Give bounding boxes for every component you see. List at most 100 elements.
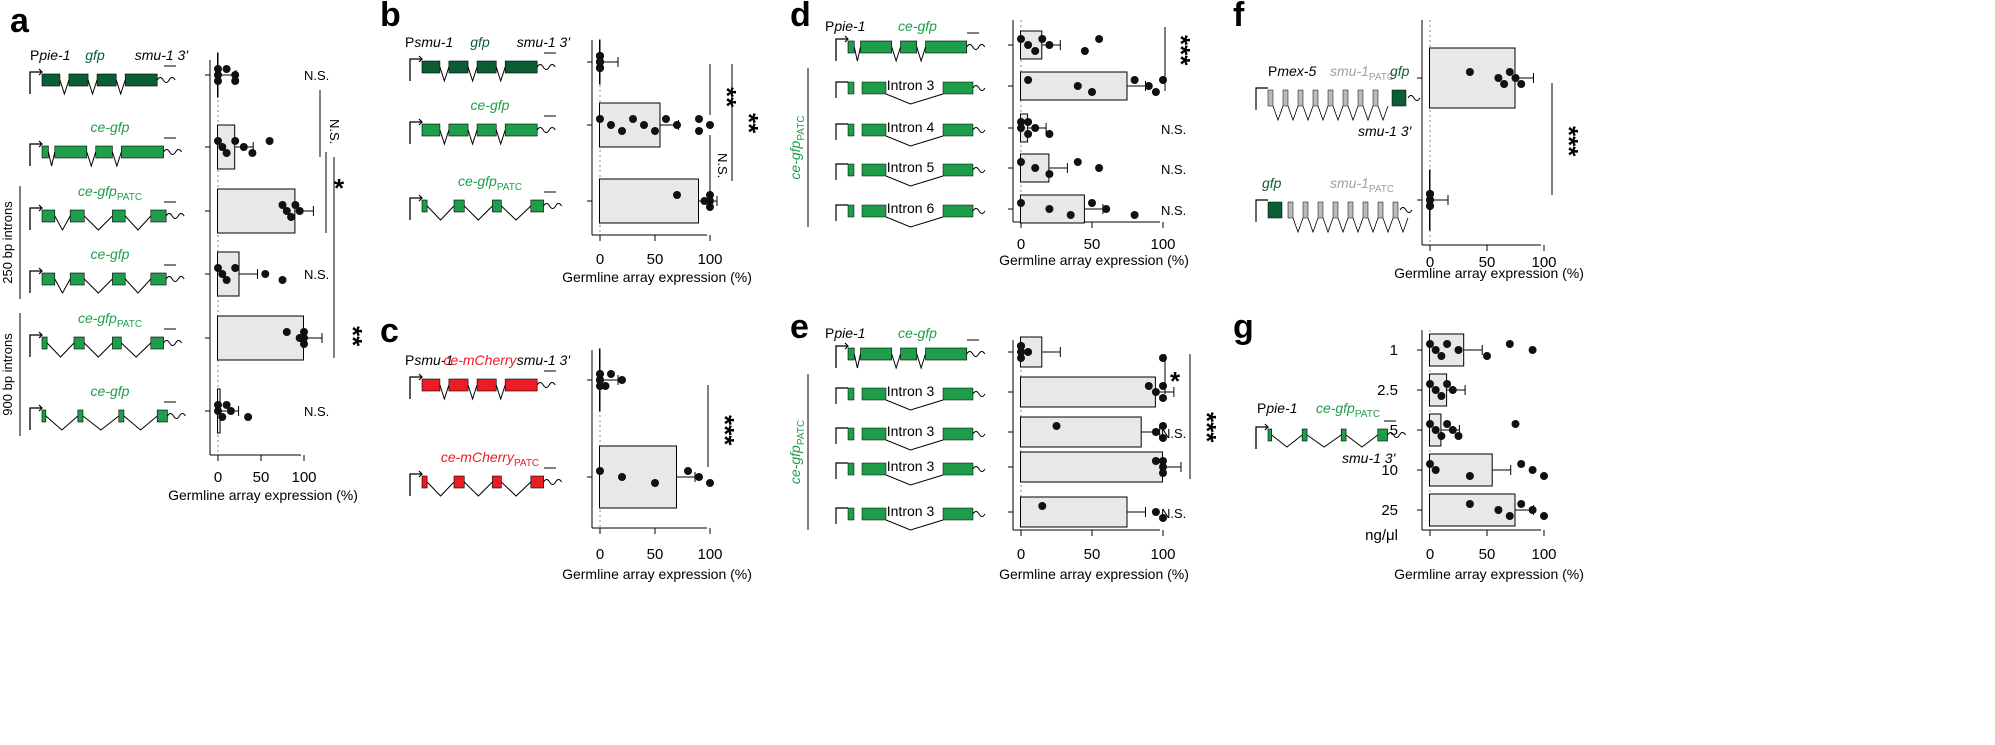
label-part: P xyxy=(405,352,414,368)
intron-line xyxy=(54,278,71,295)
data-point xyxy=(1159,457,1167,465)
arrow-head-icon xyxy=(38,140,43,148)
exon-box xyxy=(1287,201,1294,219)
gene-model xyxy=(409,52,556,83)
promoter-arrow-icon xyxy=(409,473,422,496)
x-tick-label: 0 xyxy=(1426,254,1434,271)
promoter-arrow-icon xyxy=(29,334,42,357)
exon-box xyxy=(112,209,126,223)
panel-label: f xyxy=(1233,0,1245,34)
gene-model xyxy=(835,339,986,370)
data-point xyxy=(1130,76,1139,84)
intron-line xyxy=(54,215,71,232)
utr-squiggle-icon xyxy=(543,203,563,209)
data-point xyxy=(1066,211,1075,219)
x-tick-label: 100 xyxy=(697,546,722,563)
exon-box xyxy=(95,145,113,159)
exon-box xyxy=(861,507,887,521)
exon-box xyxy=(504,60,538,74)
data-point xyxy=(1151,457,1160,465)
data-point xyxy=(1031,124,1040,132)
data-point xyxy=(1517,80,1526,88)
promoter-arrow-icon xyxy=(29,143,42,166)
gene-model xyxy=(1255,420,1406,449)
utr-label: smu-1 3' xyxy=(135,47,190,63)
utr-squiggle-icon xyxy=(163,340,183,346)
bar xyxy=(599,445,677,509)
gene-label: gfp xyxy=(85,47,105,63)
data-point xyxy=(1017,124,1025,132)
exon-box xyxy=(69,209,85,223)
utr-squiggle-icon xyxy=(972,466,986,472)
data-point xyxy=(1448,426,1457,434)
data-point xyxy=(1151,428,1160,436)
concentration-label: 1 xyxy=(1390,342,1398,359)
data-point xyxy=(214,407,222,415)
intron-line xyxy=(115,79,126,96)
intron-line xyxy=(467,384,478,401)
data-point xyxy=(596,115,604,123)
label-part: smu-1 3' xyxy=(1342,450,1397,466)
label-part: ce-mCherry xyxy=(441,449,515,465)
promoter-arrow-icon xyxy=(1255,199,1268,222)
data-point xyxy=(261,270,270,278)
label-part: smu-1 xyxy=(414,352,453,368)
data-point xyxy=(1431,386,1440,394)
data-point xyxy=(1073,158,1082,166)
gene-label: ce-mCherryPATC xyxy=(441,449,539,469)
data-point xyxy=(1426,380,1434,388)
intron-line xyxy=(463,205,493,221)
intron-line xyxy=(853,46,861,62)
label-part: PATC xyxy=(1355,409,1380,420)
exon-box xyxy=(847,427,855,441)
utr-squiggle-icon xyxy=(966,44,986,50)
exon-box xyxy=(1267,89,1274,107)
label-part: pie-1 xyxy=(38,47,70,63)
gene-label: gfp xyxy=(1390,63,1410,79)
utr-squiggle-icon xyxy=(972,431,986,437)
data-point xyxy=(244,413,253,421)
utr-squiggle-icon xyxy=(972,167,986,173)
data-point xyxy=(239,143,248,151)
exon-box xyxy=(942,387,974,401)
label-part: pie-1 xyxy=(833,18,865,34)
exon-box xyxy=(41,336,48,350)
x-tick-label: 0 xyxy=(1017,546,1025,563)
x-axis-title: Germline array expression (%) xyxy=(168,487,358,503)
intron-line xyxy=(87,79,98,96)
data-point xyxy=(282,328,291,336)
data-point xyxy=(1528,466,1537,474)
x-tick-label: 0 xyxy=(214,469,222,486)
label-part: P xyxy=(825,325,834,341)
data-point xyxy=(1511,74,1520,82)
gene-label: ce-gfpPATC xyxy=(1316,400,1380,420)
exon-box xyxy=(847,347,855,361)
data-point xyxy=(1443,340,1452,348)
utr-squiggle-icon xyxy=(1387,432,1406,438)
data-point xyxy=(1443,380,1452,388)
intron-line xyxy=(83,278,113,294)
exon-box xyxy=(847,507,855,521)
significance-label: ** xyxy=(734,113,764,134)
data-point xyxy=(265,137,274,145)
promoter-arrow-icon xyxy=(835,345,848,368)
exon-box xyxy=(847,163,855,177)
promoter-label: Psmu-1 xyxy=(405,352,453,368)
data-point xyxy=(218,143,227,151)
data-point xyxy=(1151,388,1160,396)
intron-line xyxy=(426,481,455,497)
x-tick-label: 50 xyxy=(253,469,270,486)
label-part: PATC xyxy=(497,182,522,193)
label-part: smu-1 xyxy=(1330,175,1369,191)
exon-box xyxy=(942,81,974,95)
label-part: PATC xyxy=(514,458,539,469)
data-point xyxy=(1517,460,1526,468)
intron-line xyxy=(916,46,926,63)
exon-box xyxy=(1282,89,1289,107)
intron-line xyxy=(1307,217,1319,234)
exon-box xyxy=(118,409,125,423)
intron-line xyxy=(885,216,944,228)
promoter-arrow-icon xyxy=(1255,426,1268,449)
